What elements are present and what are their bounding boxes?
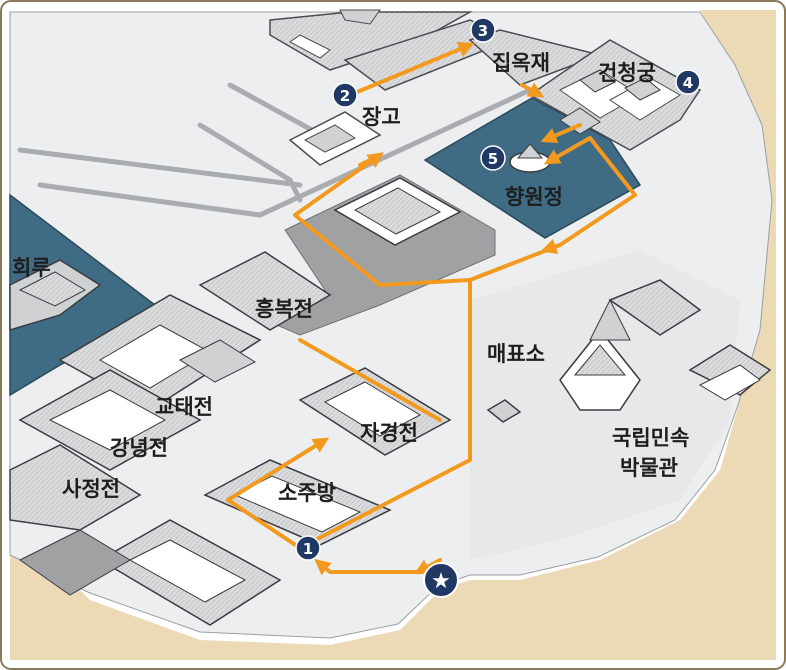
label-sojubang: 소주방 <box>278 481 336 505</box>
tour-route <box>226 41 637 576</box>
svg-text:3: 3 <box>478 22 488 40</box>
geoncheonggung-complex <box>528 39 702 151</box>
hyangwonjeong-pavilion <box>509 143 551 173</box>
label-museum-line2: 박물관 <box>620 456 678 480</box>
label-heungbokjeon: 흥복전 <box>255 297 313 321</box>
label-geoncheonggung: 건청궁 <box>598 61 656 85</box>
north-buildings <box>269 9 603 91</box>
label-hyangwonjeong: 향원정 <box>505 185 563 209</box>
stop-badge-1: 1 <box>295 535 321 561</box>
label-gangnyeongjeon: 강녕전 <box>110 436 168 460</box>
svg-text:2: 2 <box>340 87 350 105</box>
label-jagyeongjeon: 자경전 <box>360 421 418 445</box>
stop-badge-4: 4 <box>675 69 701 95</box>
museum-buildings <box>559 279 772 411</box>
heungbokjeon-block <box>198 177 462 331</box>
label-gyotaejeon: 교태전 <box>155 395 213 419</box>
start-star-badge: ★ <box>423 562 459 598</box>
label-jibokjae: 집옥재 <box>492 51 550 75</box>
label-sajeongjeon: 사정전 <box>62 477 120 501</box>
outside-area <box>10 10 776 660</box>
svg-text:1: 1 <box>303 540 313 558</box>
label-janggo: 장고 <box>362 105 401 129</box>
svg-text:5: 5 <box>488 150 498 168</box>
southwest-buildings <box>19 519 282 626</box>
label-museum-line1: 국립민속 <box>612 426 689 450</box>
jagyeongjeon-building <box>298 367 452 456</box>
gyeonghoeru-pavilion <box>9 259 102 332</box>
central-complex <box>9 294 262 531</box>
ticket-kiosk <box>486 399 522 423</box>
label-maepyoso: 매표소 <box>487 342 545 366</box>
label-gyeonghoeru: 회루 <box>12 256 51 280</box>
stop-badge-5: 5 <box>480 145 506 171</box>
svg-text:4: 4 <box>683 74 693 92</box>
star-icon: ★ <box>431 569 451 594</box>
janggo-building <box>288 111 382 166</box>
stop-badge-3: 3 <box>470 17 496 43</box>
stop-badge-2: 2 <box>332 82 358 108</box>
